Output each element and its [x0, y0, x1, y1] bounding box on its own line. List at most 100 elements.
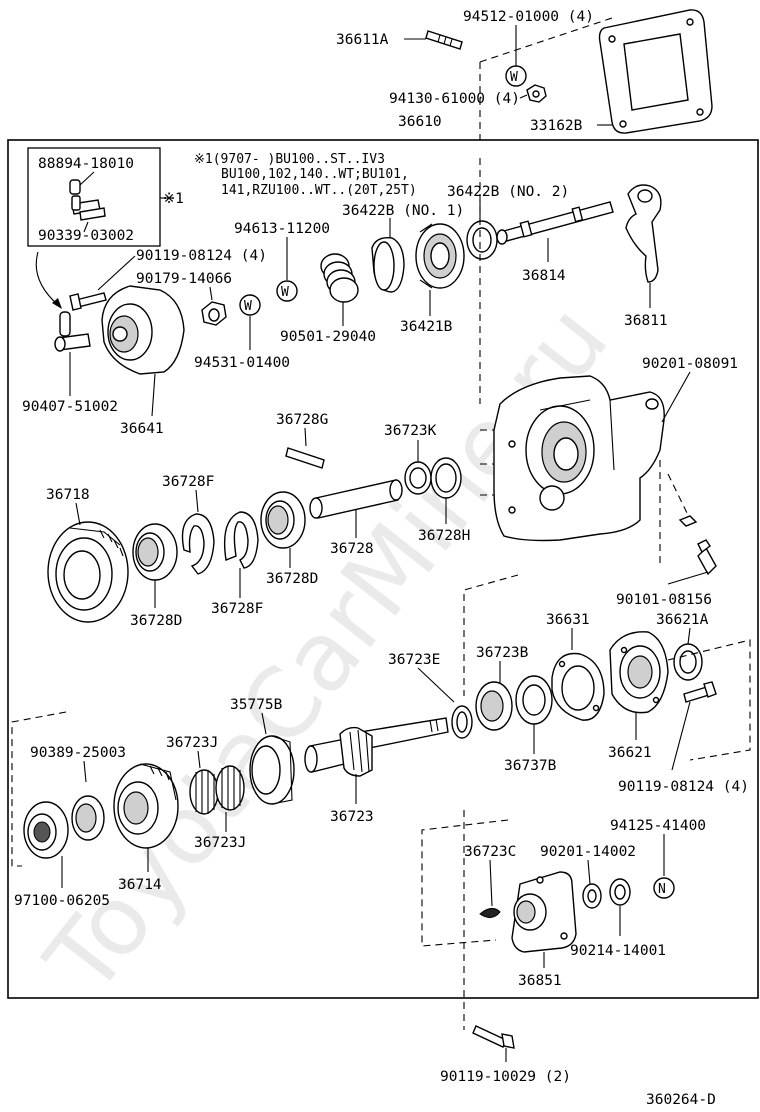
- housing-36851[interactable]: [511, 871, 577, 953]
- snap-ring-36728f-lower[interactable]: [223, 511, 259, 569]
- gasket-36631[interactable]: [551, 652, 605, 721]
- gasket-33162b[interactable]: [598, 9, 713, 134]
- label-36421b: 36421B: [400, 319, 453, 335]
- snap-ring-36723e[interactable]: [451, 705, 473, 739]
- bolt-90101-08156[interactable]: [697, 539, 717, 576]
- label-36728d-upper: 36728D: [266, 571, 318, 587]
- label-36728g: 36728G: [276, 412, 328, 428]
- label-88894-18010: 88894-18010: [38, 156, 134, 172]
- transfer-case-housing[interactable]: [493, 375, 665, 542]
- svg-text:W: W: [244, 299, 252, 314]
- bearing-36728d-lower[interactable]: [132, 523, 178, 581]
- breather-plug-88894[interactable]: [69, 179, 106, 221]
- washer-90201-14002[interactable]: [582, 883, 602, 909]
- inset-box-88894: 88894-18010 90339-03002: [27, 147, 161, 247]
- sleeve-36421b[interactable]: [415, 223, 465, 289]
- bearing-36723b[interactable]: [475, 681, 513, 731]
- label-36718: 36718: [46, 487, 90, 503]
- label-36728f-lower: 36728F: [211, 601, 263, 617]
- label-36737b: 36737B: [504, 758, 557, 774]
- label-90214-14001: 90214-14001: [570, 943, 666, 959]
- note-marker-1: ※1: [163, 191, 184, 207]
- spring-90501[interactable]: [320, 253, 359, 303]
- washer-94613[interactable]: W: [276, 280, 298, 302]
- label-36723j-lower: 36723J: [194, 835, 246, 851]
- gear-35775b[interactable]: [249, 735, 295, 805]
- label-36728f-upper: 36728F: [162, 474, 214, 490]
- label-36814: 36814: [522, 268, 566, 284]
- svg-text:W: W: [510, 70, 518, 85]
- svg-text:N: N: [658, 882, 666, 897]
- nut-94130[interactable]: [526, 84, 547, 103]
- seal-36422b-no1[interactable]: [371, 237, 405, 293]
- label-94130-61000: 94130-61000 (4): [389, 91, 520, 107]
- cover-36641[interactable]: [101, 285, 185, 375]
- bearing-97100[interactable]: [23, 801, 69, 859]
- label-36422b-no1: 36422B (NO. 1): [342, 203, 464, 219]
- needle-bearing-36723j-b[interactable]: [215, 765, 245, 811]
- label-36851: 36851: [518, 973, 562, 989]
- stud-36611a[interactable]: [404, 30, 463, 50]
- bolt-90119-10029[interactable]: [472, 1025, 515, 1049]
- pin-36728g[interactable]: [285, 447, 325, 469]
- bolt-90119-08124-b[interactable]: [683, 681, 717, 703]
- shaft-36814[interactable]: [496, 201, 614, 245]
- bearing-36728d-upper[interactable]: [260, 491, 306, 549]
- label-90501-29040: 90501-29040: [280, 329, 376, 345]
- label-36728: 36728: [330, 541, 374, 557]
- seal-36621a[interactable]: [673, 643, 703, 681]
- retainer-36621[interactable]: [609, 631, 669, 714]
- label-94512-01000: 94512-01000 (4): [463, 9, 594, 25]
- bolt-90119-08124-a[interactable]: [69, 292, 107, 311]
- label-90119-10029: 90119-10029 (2): [440, 1069, 571, 1085]
- note-line-1: ※1(9707- )BU100..ST..IV3: [194, 152, 385, 167]
- washer-36728h[interactable]: [430, 457, 462, 499]
- label-36723b: 36723B: [476, 645, 529, 661]
- snap-ring-36728f-upper[interactable]: [181, 513, 215, 575]
- key-36723c[interactable]: [479, 908, 501, 918]
- label-36621a: 36621A: [656, 612, 709, 628]
- label-90339-03002: 90339-03002: [38, 228, 134, 244]
- label-94531-01400: 94531-01400: [194, 355, 290, 371]
- label-97100-06205: 97100-06205: [14, 893, 110, 909]
- ring-36723k[interactable]: [404, 461, 432, 495]
- washer-36737b[interactable]: [515, 675, 553, 725]
- shaft-36723[interactable]: [304, 717, 449, 777]
- note-line-3: 141,RZU100..WT..(20T,25T): [221, 183, 417, 198]
- bearing-90389[interactable]: [71, 795, 105, 841]
- gear-36718[interactable]: [47, 521, 129, 623]
- label-90201-14002: 90201-14002: [540, 844, 636, 860]
- washer-w-top[interactable]: W: [505, 65, 527, 87]
- label-36811: 36811: [624, 313, 668, 329]
- label-90407-51002: 90407-51002: [22, 399, 118, 415]
- label-90201-08091: 90201-08091: [642, 356, 738, 372]
- label-33162b: 33162B: [530, 118, 583, 134]
- label-36728h: 36728H: [418, 528, 470, 544]
- label-36723e: 36723E: [388, 652, 440, 668]
- figure-code: 360264-D: [646, 1092, 716, 1108]
- label-36723c: 36723C: [464, 844, 516, 860]
- gear-36714[interactable]: [113, 763, 179, 849]
- inset-arrow: [35, 251, 59, 306]
- label-36728d-lower: 36728D: [130, 613, 182, 629]
- note-line-2: BU100,102,140..WT;BU101,: [221, 167, 409, 182]
- pin-90407[interactable]: [54, 311, 91, 352]
- label-36610: 36610: [398, 114, 442, 130]
- washer-94531[interactable]: W: [239, 294, 261, 316]
- washer-90201-08091[interactable]: [678, 515, 698, 527]
- seal-36422b-no2[interactable]: [466, 220, 498, 260]
- label-36631: 36631: [546, 612, 590, 628]
- label-90119-08124-b: 90119-08124 (4): [618, 779, 749, 795]
- label-35775b: 35775B: [230, 697, 283, 713]
- shift-fork-36811[interactable]: [625, 184, 662, 283]
- label-94125-41400: 94125-41400: [610, 818, 706, 834]
- nut-90179[interactable]: [201, 301, 227, 326]
- shaft-36728[interactable]: [309, 479, 403, 519]
- label-94613-11200: 94613-11200: [234, 221, 330, 237]
- label-90389-25003: 90389-25003: [30, 745, 126, 761]
- needle-bearing-36723j-a[interactable]: [189, 769, 219, 815]
- label-90101-08156: 90101-08156: [616, 592, 712, 608]
- washer-90214-14001[interactable]: [609, 878, 631, 906]
- label-36723: 36723: [330, 809, 374, 825]
- washer-94125[interactable]: N: [653, 877, 675, 899]
